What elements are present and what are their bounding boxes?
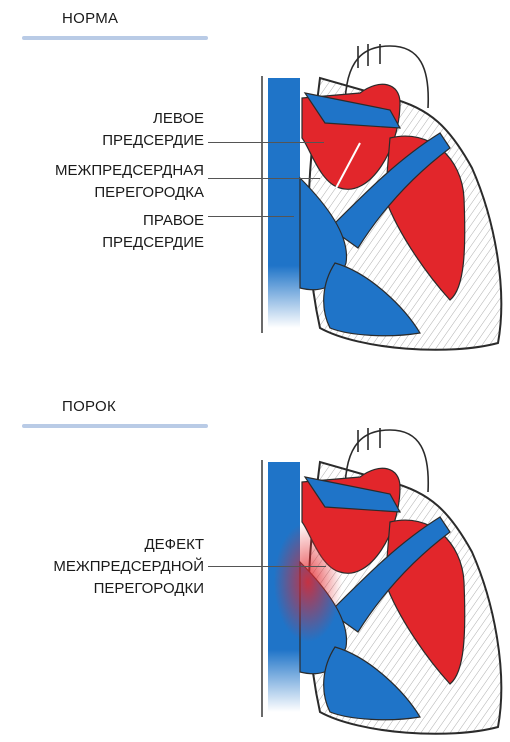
- label-right-atrium: ПРАВОЕ ПРЕДСЕРДИЕ: [102, 210, 204, 254]
- label-right-atrium-line2: ПРЕДСЕРДИЕ: [102, 232, 204, 254]
- section-title-defect: ПОРОК: [62, 398, 116, 415]
- septal-defect-mixing: [274, 522, 342, 642]
- heart-diagram-normal: [250, 38, 510, 358]
- section-rule-normal: [22, 36, 208, 40]
- label-septal-defect-line1: ДЕФЕКТ: [53, 534, 204, 556]
- label-right-atrium-line1: ПРАВОЕ: [102, 210, 204, 232]
- label-septal-defect: ДЕФЕКТ МЕЖПРЕДСЕРДНОЙ ПЕРЕГОРОДКИ: [53, 534, 204, 600]
- label-left-atrium: ЛЕВОЕ ПРЕДСЕРДИЕ: [102, 108, 204, 152]
- leader-right-atrium: [208, 216, 294, 217]
- label-septum-line1: МЕЖПРЕДСЕРДНАЯ: [55, 160, 204, 182]
- label-septum-line2: ПЕРЕГОРОДКА: [55, 182, 204, 204]
- section-title-normal: НОРМА: [62, 10, 118, 27]
- label-septum: МЕЖПРЕДСЕРДНАЯ ПЕРЕГОРОДКА: [55, 160, 204, 204]
- label-septal-defect-line2: МЕЖПРЕДСЕРДНОЙ: [53, 556, 204, 578]
- label-septal-defect-line3: ПЕРЕГОРОДКИ: [53, 578, 204, 600]
- label-left-atrium-line1: ЛЕВОЕ: [102, 108, 204, 130]
- section-rule-defect: [22, 424, 208, 428]
- leader-septal-defect: [208, 566, 326, 567]
- label-left-atrium-line2: ПРЕДСЕРДИЕ: [102, 130, 204, 152]
- leader-septum: [208, 178, 320, 179]
- leader-left-atrium: [208, 142, 324, 143]
- vena-cava: [268, 78, 300, 328]
- heart-diagram-defect: [250, 422, 510, 742]
